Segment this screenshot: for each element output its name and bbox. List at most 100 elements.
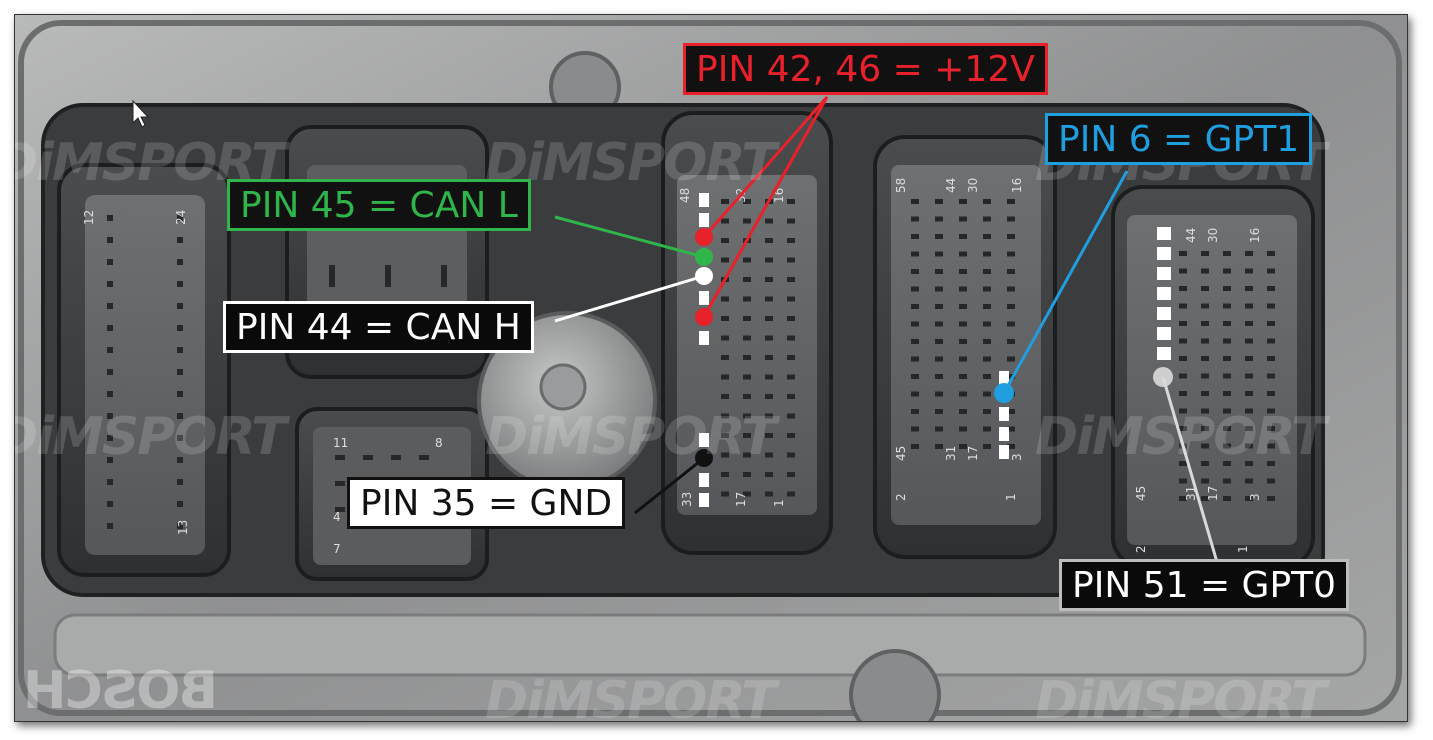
connector-pin xyxy=(1267,251,1275,256)
leader-lines xyxy=(554,96,1221,570)
white-marker xyxy=(1157,327,1171,340)
connector-pin xyxy=(1267,338,1275,344)
connector-pin xyxy=(385,265,391,287)
num-r2-bottom-0: 45 xyxy=(1134,486,1148,501)
connector-pin xyxy=(743,257,751,263)
connector-pin xyxy=(1245,426,1253,431)
connector-pin xyxy=(1267,426,1275,431)
connector-pin xyxy=(787,433,795,438)
connector-pin xyxy=(1245,268,1253,274)
connector-pin xyxy=(959,234,967,239)
connector-pin xyxy=(1201,286,1209,291)
connector-pin xyxy=(983,286,991,292)
connector-pin xyxy=(363,455,373,460)
connector-pin xyxy=(765,413,773,419)
housing-flange xyxy=(53,613,1367,677)
connector-pin xyxy=(787,218,795,224)
connector-pin xyxy=(1267,268,1275,274)
left-connector-inner xyxy=(85,195,205,555)
connector-pin xyxy=(107,479,113,485)
leader-gpt1 xyxy=(1002,170,1129,394)
connector-pin xyxy=(721,257,729,263)
connector-pin xyxy=(787,452,795,458)
connector-pin xyxy=(983,269,991,274)
connector-pin xyxy=(107,303,113,309)
connector-pin xyxy=(1007,339,1015,344)
connector-pin xyxy=(177,369,183,375)
connector-pin xyxy=(1267,356,1275,361)
connector-pin xyxy=(765,452,773,458)
connector-pin xyxy=(765,472,773,477)
connector-pin xyxy=(911,304,919,309)
connector-pin xyxy=(959,426,967,432)
num-mid-bottom-1: 17 xyxy=(734,492,748,507)
connector-pin xyxy=(441,265,447,287)
num-r1-bottom-0: 45 xyxy=(894,446,908,461)
connector-pin xyxy=(107,369,113,375)
connector-pin xyxy=(1223,496,1231,501)
connector-pin xyxy=(1179,251,1187,256)
connector-pin xyxy=(765,335,773,341)
connector-pin xyxy=(743,374,751,380)
connector-pin xyxy=(721,199,729,204)
connector-pin xyxy=(765,277,773,282)
connector-pin xyxy=(1007,374,1015,379)
connector-pin xyxy=(1223,391,1231,396)
connector-pin xyxy=(177,523,183,529)
connector-pin xyxy=(959,374,967,379)
mount-hole-bottom xyxy=(849,649,941,721)
watermark: DiMSPORT xyxy=(485,407,777,467)
connector-pin xyxy=(983,234,991,239)
connector-pin xyxy=(959,391,967,397)
connector-pin xyxy=(743,394,751,399)
connector-pin xyxy=(911,216,919,222)
connector-pin xyxy=(787,277,795,282)
num-r1-top-0: 58 xyxy=(894,178,908,193)
connector-pin xyxy=(1007,199,1015,204)
connector-pin xyxy=(959,199,967,204)
connector-pin xyxy=(787,491,795,497)
connector-pin xyxy=(935,234,943,239)
leader-gnd xyxy=(634,456,705,515)
connector-pin xyxy=(1201,268,1209,274)
num-left-bottom: 13 xyxy=(176,520,190,535)
white-marker xyxy=(1157,247,1171,260)
connector-pin xyxy=(743,218,751,224)
connector-pin xyxy=(983,321,991,327)
white-marker xyxy=(699,433,709,447)
connector-pin xyxy=(721,472,729,477)
connector-pin xyxy=(911,444,919,449)
white-marker xyxy=(999,427,1009,441)
connector-pin xyxy=(935,356,943,362)
connector-pin xyxy=(1179,391,1187,396)
label-pin-51: PIN 51 = GPT0 xyxy=(1059,559,1350,611)
connector-pin xyxy=(177,237,183,243)
connector-pin xyxy=(1267,461,1275,466)
num-r1-bottom-1: 31 xyxy=(944,446,958,461)
leader-12v-a xyxy=(702,96,829,238)
connector-pin xyxy=(911,269,919,274)
connector-pin xyxy=(935,216,943,222)
label-pin-6: PIN 6 = GPT1 xyxy=(1045,113,1313,165)
connector-pin xyxy=(935,339,943,344)
connector-pin xyxy=(1201,373,1209,379)
label-pin-42-46: PIN 42, 46 = +12V xyxy=(683,43,1048,95)
connector-pin xyxy=(959,251,967,257)
white-marker xyxy=(699,291,709,305)
connector-pin xyxy=(959,286,967,292)
connector-pin xyxy=(983,356,991,362)
num-left-top2: 24 xyxy=(174,210,188,225)
connector-pin xyxy=(1223,356,1231,361)
connector-pin xyxy=(765,355,773,360)
num-r1-edge-0: 2 xyxy=(894,493,908,501)
connector-pin xyxy=(743,277,751,282)
connector-pin xyxy=(1179,373,1187,379)
connector-pin xyxy=(959,304,967,309)
connector-pin xyxy=(107,325,113,331)
connector-pin xyxy=(765,491,773,497)
connector-pin xyxy=(107,391,113,397)
connector-pin xyxy=(765,238,773,243)
connector-pin xyxy=(787,335,795,341)
connector-pin xyxy=(935,251,943,257)
connector-pin xyxy=(983,339,991,344)
